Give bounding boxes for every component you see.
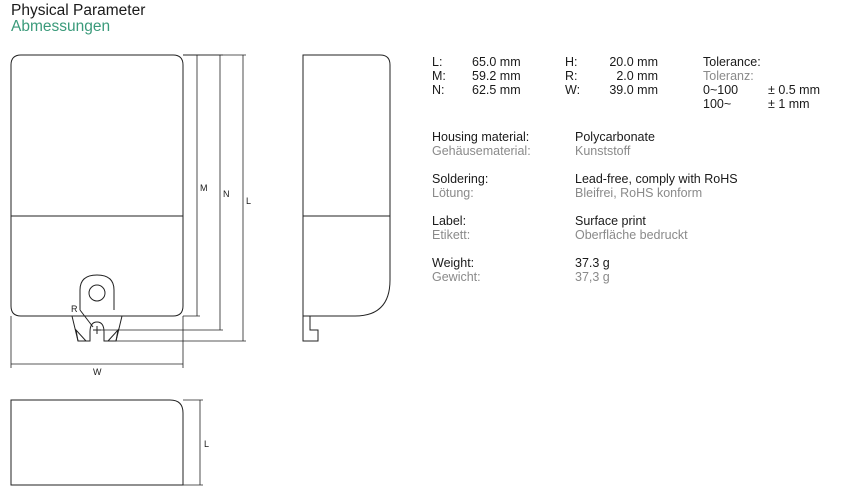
dim-value: 62.5 mm (472, 83, 521, 97)
front-view (10, 54, 184, 342)
tolerance-value: ± 0.5 mm (768, 83, 821, 97)
dim-label-l-bottom: L (204, 439, 210, 449)
property-value-de: Kunststoff (575, 144, 631, 158)
property-label-de: Gehäusematerial: (432, 144, 531, 158)
property-value: Polycarbonate (575, 130, 655, 144)
tolerance-range: 100~ (703, 97, 732, 111)
property-label-de: Lötung: (432, 186, 474, 200)
dim-key: N: (432, 83, 445, 97)
dim-value: 65.0 mm (472, 55, 521, 69)
dim-label-r: R (71, 304, 78, 314)
dim-label-n: N (223, 189, 230, 199)
page-subtitle: Abmessungen (11, 18, 111, 35)
property-label: Label: (432, 214, 467, 228)
property-label-de: Gewicht: (432, 270, 481, 284)
property-value: Lead-free, comply with RoHS (575, 172, 738, 186)
property-label-de: Etikett: (432, 228, 471, 242)
dim-label-m: M (200, 183, 208, 193)
property-value-de: Bleifrei, RoHS konform (575, 186, 703, 200)
dim-label-w: W (93, 367, 102, 377)
bottom-view (10, 399, 184, 486)
tolerance-range: 0~100 (703, 83, 739, 97)
dim-key: H: (565, 55, 578, 69)
tolerance-value: ± 1 mm (768, 97, 810, 111)
dim-key: M: (432, 69, 446, 83)
property-label: Housing material: (432, 130, 530, 144)
page-title: Physical Parameter (11, 2, 146, 19)
property-value: 37.3 g (575, 256, 610, 270)
side-view (302, 54, 391, 342)
dim-key: L: (432, 55, 443, 69)
dim-label-l: L (246, 196, 252, 206)
tolerance-label: Tolerance: (703, 55, 761, 69)
dimension-lines (10, 54, 246, 486)
property-label: Soldering: (432, 172, 489, 186)
dim-value: 20.0 mm (609, 55, 658, 69)
tolerance-label-de: Toleranz: (703, 69, 754, 83)
property-value-de: 37,3 g (575, 270, 610, 284)
property-value-de: Oberfläche bedruckt (575, 228, 688, 242)
property-value: Surface print (575, 214, 646, 228)
dim-key: R: (565, 69, 578, 83)
dim-value: 59.2 mm (472, 69, 521, 83)
dim-value: 2.0 mm (616, 69, 658, 83)
dim-key: W: (565, 83, 581, 97)
property-label: Weight: (432, 256, 475, 270)
dim-value: 39.0 mm (609, 83, 658, 97)
